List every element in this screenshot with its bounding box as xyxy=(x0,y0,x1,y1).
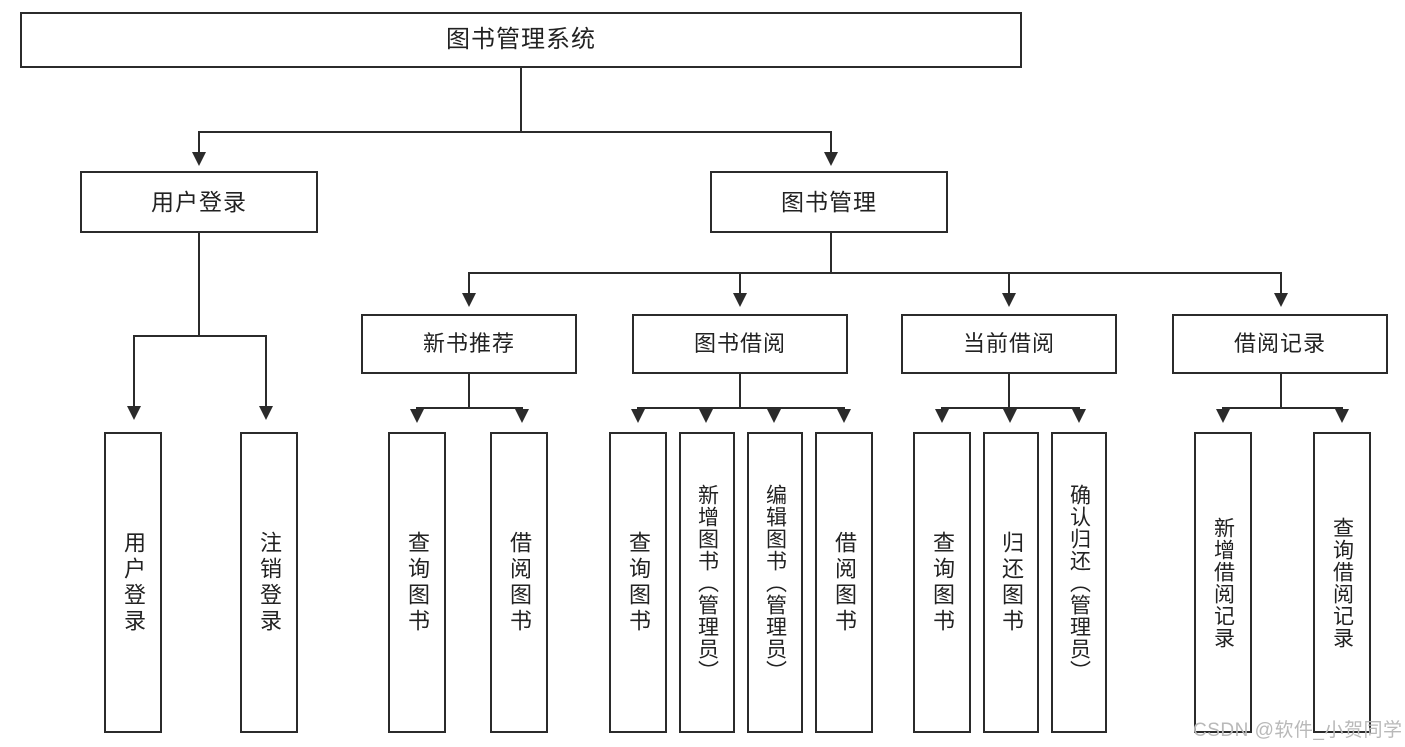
leaf-label: 借阅图书 xyxy=(832,530,857,635)
node-label: 当前借阅 xyxy=(962,331,1055,357)
arrow-br-leaf-1 xyxy=(1216,409,1230,423)
leaf-br-query-record[interactable]: 查询借阅记录 xyxy=(1313,432,1371,733)
arrow-cb-leaf-3 xyxy=(1072,409,1086,423)
connector-bm-drop-4 xyxy=(1280,272,1282,297)
connector-book-management-fanbar xyxy=(468,272,1280,274)
connector-br-stem xyxy=(1280,374,1282,407)
connector-book-management-stem xyxy=(830,233,832,272)
leaf-label: 新增借阅记录 xyxy=(1211,516,1235,649)
connector-user-login-drop-2 xyxy=(265,335,267,410)
arrow-bb-leaf-4 xyxy=(837,409,851,423)
leaf-label: 编辑图书（管理员） xyxy=(763,483,787,682)
node-book-borrow[interactable]: 图书借阅 xyxy=(632,314,848,374)
leaf-label: 查询借阅记录 xyxy=(1330,516,1354,649)
node-label: 图书管理 xyxy=(781,188,877,215)
arrow-user-login-leaf-1 xyxy=(127,406,141,420)
leaf-nbr-query-book[interactable]: 查询图书 xyxy=(388,432,446,733)
connector-bm-drop-3 xyxy=(1008,272,1010,297)
node-label: 借阅记录 xyxy=(1233,331,1326,357)
connector-user-login-stem xyxy=(198,233,200,335)
node-borrow-record[interactable]: 借阅记录 xyxy=(1172,314,1388,374)
connector-br-fanbar xyxy=(1222,407,1341,409)
arrow-bm-to-new-book-recommend xyxy=(462,293,476,307)
connector-root-to-user-login xyxy=(198,131,200,156)
connector-root-stem xyxy=(520,68,522,131)
node-root-book-management-system[interactable]: 图书管理系统 xyxy=(20,12,1022,68)
leaf-bb-borrow-book[interactable]: 借阅图书 xyxy=(815,432,873,733)
arrow-bb-leaf-2 xyxy=(699,409,713,423)
connector-root-fanbar xyxy=(198,131,832,133)
leaf-label: 用户登录 xyxy=(121,530,146,635)
arrow-nbr-leaf-1 xyxy=(410,409,424,423)
arrow-bm-to-book-borrow xyxy=(733,293,747,307)
leaf-label: 新增图书（管理员） xyxy=(695,483,719,682)
node-label: 图书管理系统 xyxy=(446,26,596,54)
connector-root-to-book-management xyxy=(830,131,832,156)
connector-cb-stem xyxy=(1008,374,1010,407)
connector-nbr-stem xyxy=(468,374,470,407)
arrow-nbr-leaf-2 xyxy=(515,409,529,423)
node-label: 用户登录 xyxy=(151,188,247,215)
leaf-bb-edit-book-admin[interactable]: 编辑图书（管理员） xyxy=(747,432,803,733)
leaf-cb-confirm-return-admin[interactable]: 确认归还（管理员） xyxy=(1051,432,1107,733)
leaf-br-add-record[interactable]: 新增借阅记录 xyxy=(1194,432,1252,733)
arrow-br-leaf-2 xyxy=(1335,409,1349,423)
arrow-bm-to-current-borrow xyxy=(1002,293,1016,307)
connector-user-login-drop-1 xyxy=(133,335,135,410)
connector-user-login-fanbar xyxy=(133,335,265,337)
leaf-label: 注销登录 xyxy=(257,530,282,635)
leaf-label: 借阅图书 xyxy=(507,530,532,635)
node-label: 图书借阅 xyxy=(693,331,786,357)
connector-bm-drop-1 xyxy=(468,272,470,297)
arrow-cb-leaf-1 xyxy=(935,409,949,423)
leaf-bb-add-book-admin[interactable]: 新增图书（管理员） xyxy=(679,432,735,733)
connector-nbr-fanbar xyxy=(416,407,521,409)
arrow-bm-to-borrow-record xyxy=(1274,293,1288,307)
leaf-nbr-borrow-book[interactable]: 借阅图书 xyxy=(490,432,548,733)
leaf-label: 归还图书 xyxy=(999,530,1024,635)
arrow-user-login-leaf-2 xyxy=(259,406,273,420)
arrow-cb-leaf-2 xyxy=(1003,409,1017,423)
leaf-cb-query-book[interactable]: 查询图书 xyxy=(913,432,971,733)
connector-bb-stem xyxy=(739,374,741,407)
node-current-borrow[interactable]: 当前借阅 xyxy=(901,314,1117,374)
node-label: 新书推荐 xyxy=(422,331,515,357)
leaf-cb-return-book[interactable]: 归还图书 xyxy=(983,432,1039,733)
node-new-book-recommend[interactable]: 新书推荐 xyxy=(361,314,577,374)
arrow-root-to-user-login xyxy=(192,152,206,166)
node-user-login[interactable]: 用户登录 xyxy=(80,171,318,233)
leaf-label: 查询图书 xyxy=(930,530,955,635)
leaf-logout[interactable]: 注销登录 xyxy=(240,432,298,733)
arrow-bb-leaf-3 xyxy=(767,409,781,423)
connector-bb-fanbar xyxy=(637,407,843,409)
arrow-bb-leaf-1 xyxy=(631,409,645,423)
node-book-management[interactable]: 图书管理 xyxy=(710,171,948,233)
leaf-bb-query-book[interactable]: 查询图书 xyxy=(609,432,667,733)
arrow-root-to-book-management xyxy=(824,152,838,166)
connector-bm-drop-2 xyxy=(739,272,741,297)
leaf-label: 查询图书 xyxy=(626,530,651,635)
leaf-label: 确认归还（管理员） xyxy=(1067,483,1091,682)
leaf-label: 查询图书 xyxy=(405,530,430,635)
leaf-user-login[interactable]: 用户登录 xyxy=(104,432,162,733)
